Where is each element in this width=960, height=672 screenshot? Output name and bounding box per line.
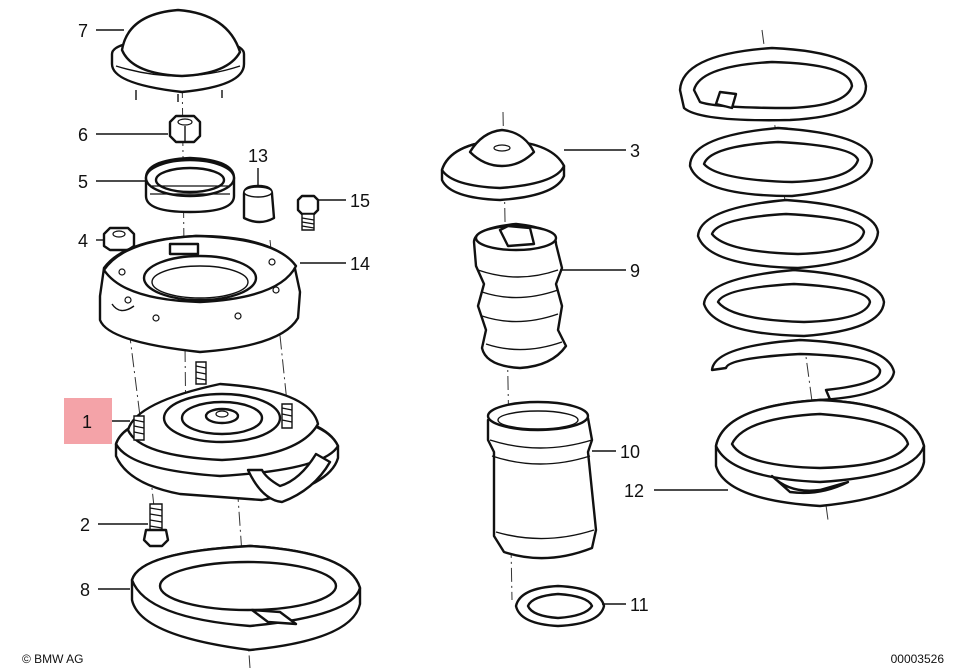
callout-14: 14 <box>350 254 370 274</box>
part-coil-spring <box>678 46 896 406</box>
part-bearing <box>144 156 236 214</box>
part-spring-seat-upper <box>714 398 926 508</box>
part-retaining-ring <box>514 584 606 628</box>
callout-9: 9 <box>630 261 640 281</box>
callout-highlight <box>64 398 112 444</box>
callout-11: 11 <box>630 595 649 615</box>
callout-1: 1 <box>82 412 92 432</box>
drawing-number: 00003526 <box>891 652 945 666</box>
part-dust-boot <box>486 400 598 560</box>
part-bolt-small <box>296 194 320 231</box>
part-bolt-long <box>142 503 170 548</box>
part-spring-seat-lower <box>130 544 362 652</box>
part-washer <box>440 128 566 202</box>
part-rubber-stop <box>242 184 276 224</box>
part-mounting-plate <box>98 234 302 354</box>
callout-6: 6 <box>78 125 88 145</box>
copyright-text: © BMW AG <box>22 652 84 666</box>
callout-13: 13 <box>248 146 268 166</box>
callout-12: 12 <box>624 481 644 501</box>
part-bump-stop <box>472 222 568 370</box>
part-dust-cap <box>110 8 246 102</box>
part-flange-nut <box>102 226 136 252</box>
callout-3: 3 <box>630 141 640 161</box>
callout-15: 15 <box>350 191 370 211</box>
callout-labels: 7 6 5 4 13 15 14 1 2 8 3 9 10 11 12 <box>78 21 649 615</box>
leader-lines <box>96 29 728 605</box>
callout-4: 4 <box>78 231 88 251</box>
callout-8: 8 <box>80 580 90 600</box>
callout-2: 2 <box>80 515 90 535</box>
part-strut-mount <box>114 361 340 504</box>
callout-10: 10 <box>620 442 640 462</box>
part-hex-nut <box>168 114 202 144</box>
callout-7: 7 <box>78 21 88 41</box>
callout-5: 5 <box>78 172 88 192</box>
